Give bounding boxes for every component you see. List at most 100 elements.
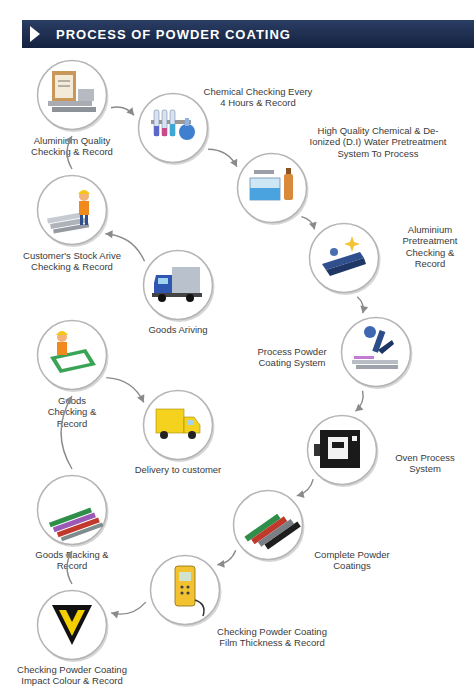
flow-arrow bbox=[105, 230, 144, 261]
process-step: High Quality Chemical & De-Ionized (D.I)… bbox=[236, 152, 308, 224]
step-label: High Quality Chemical & De-Ionized (D.I)… bbox=[308, 125, 448, 159]
arrow-head-end bbox=[360, 306, 368, 314]
flow-line bbox=[301, 217, 314, 230]
step-label: Checking Powder Coating Impact Colour & … bbox=[2, 664, 142, 687]
process-step: Goods Packing & Record bbox=[36, 474, 108, 546]
arrow-head-end bbox=[126, 107, 134, 115]
arrow-head-end bbox=[65, 136, 72, 144]
flow-arrow bbox=[217, 550, 235, 568]
arrow-head-end bbox=[309, 222, 317, 230]
circle-outline bbox=[306, 414, 378, 486]
step-label: Chemical Checking Every 4 Hours & Record bbox=[203, 86, 313, 109]
flow-line bbox=[297, 479, 313, 496]
circle-outline bbox=[36, 319, 108, 391]
checking-icon bbox=[50, 331, 96, 373]
arrow-head-end bbox=[65, 396, 72, 404]
thickness-gauge-icon bbox=[175, 566, 204, 616]
delivery-truck-icon bbox=[156, 409, 200, 439]
title-text: PROCESS OF POWDER COATING bbox=[56, 27, 291, 42]
flow-arrow bbox=[111, 602, 146, 618]
circle-outline bbox=[142, 389, 214, 461]
step-label: Aluminium Pretreatment Checking & Record bbox=[394, 224, 466, 270]
tray-icon bbox=[322, 236, 366, 276]
circle-shape bbox=[342, 318, 411, 387]
circle-shape bbox=[38, 321, 107, 390]
arrow-head-end bbox=[111, 611, 119, 619]
process-step: Process Powder Coating System bbox=[340, 316, 412, 388]
circle-outline bbox=[232, 489, 304, 561]
arriving-truck-icon bbox=[152, 267, 202, 302]
tank-icon bbox=[250, 168, 293, 200]
circle-shape bbox=[234, 491, 303, 560]
step-label: Complete Powder Coatings bbox=[299, 549, 405, 572]
circle-outline bbox=[149, 554, 221, 626]
circle-shape bbox=[38, 591, 107, 660]
flow-line bbox=[357, 297, 363, 313]
arrow-head-end bbox=[355, 404, 363, 412]
process-step: Aluminium Quality Checking & Record bbox=[36, 59, 108, 131]
stock-worker-icon bbox=[47, 190, 90, 234]
step-label: Oven Process System bbox=[390, 452, 460, 475]
flow-line bbox=[355, 391, 363, 412]
process-step: Checking Powder Coating Film Thickness &… bbox=[149, 554, 221, 626]
process-step: Aluminium Pretreatment Checking & Record bbox=[308, 222, 380, 294]
arrow-head-end bbox=[297, 490, 305, 498]
flow-line bbox=[217, 550, 235, 564]
process-step: Complete Powder Coatings bbox=[232, 489, 304, 561]
oven-icon bbox=[314, 430, 360, 468]
flow-line bbox=[67, 136, 72, 169]
circle-outline bbox=[36, 589, 108, 661]
flow-arrow bbox=[355, 391, 363, 412]
flow-line bbox=[61, 396, 72, 469]
step-label: Process Powder Coating System bbox=[249, 346, 335, 369]
arrow-head-end bbox=[217, 560, 224, 568]
circle-outline bbox=[308, 222, 380, 294]
circle-shape bbox=[144, 251, 213, 320]
circle-outline bbox=[137, 92, 209, 164]
circle-shape bbox=[310, 224, 379, 293]
circle-shape bbox=[238, 154, 307, 223]
flow-line bbox=[67, 551, 72, 584]
circle-shape bbox=[38, 476, 107, 545]
step-label: Delivery to customer bbox=[118, 464, 238, 475]
title-chevron bbox=[0, 0, 60, 60]
flow-arrow bbox=[297, 479, 313, 498]
circle-shape bbox=[38, 61, 107, 130]
test-tube-icon bbox=[151, 110, 195, 140]
flow-line bbox=[106, 378, 144, 403]
flow-arrow bbox=[61, 396, 72, 469]
flow-line bbox=[111, 107, 134, 115]
spray-system-icon bbox=[352, 326, 398, 369]
circle-outline bbox=[340, 316, 412, 388]
process-step: Oven Process System bbox=[306, 414, 378, 486]
impact-icon bbox=[52, 605, 92, 645]
arrow-head-end bbox=[65, 551, 72, 559]
step-label: Aluminium Quality Checking & Record bbox=[26, 135, 118, 158]
circle-shape bbox=[308, 416, 377, 485]
arrow-head-end bbox=[105, 230, 112, 238]
flow-arrow bbox=[111, 107, 134, 115]
process-step: Goods Checking & Record bbox=[36, 319, 108, 391]
circle-outline bbox=[236, 152, 308, 224]
step-label: Goods Ariving bbox=[128, 324, 228, 335]
step-label: Customer's Stock Arive Checking & Record bbox=[22, 250, 122, 273]
flow-line bbox=[208, 149, 237, 166]
step-label: Goods Checking & Record bbox=[37, 395, 107, 429]
flow-arrow bbox=[106, 378, 144, 403]
process-step: Goods Ariving bbox=[142, 249, 214, 321]
packing-icon bbox=[49, 508, 104, 542]
flow-arrow bbox=[65, 551, 72, 584]
flow-arrow bbox=[357, 297, 368, 313]
process-step: Customer's Stock Arive Checking & Record bbox=[36, 174, 108, 246]
flow-line bbox=[105, 234, 144, 262]
circle-outline bbox=[36, 59, 108, 131]
circle-outline bbox=[36, 474, 108, 546]
arrow-head-end bbox=[230, 159, 237, 167]
process-step: Chemical Checking Every 4 Hours & Record bbox=[137, 92, 209, 164]
flow-arrow bbox=[301, 217, 316, 230]
circle-outline bbox=[36, 174, 108, 246]
